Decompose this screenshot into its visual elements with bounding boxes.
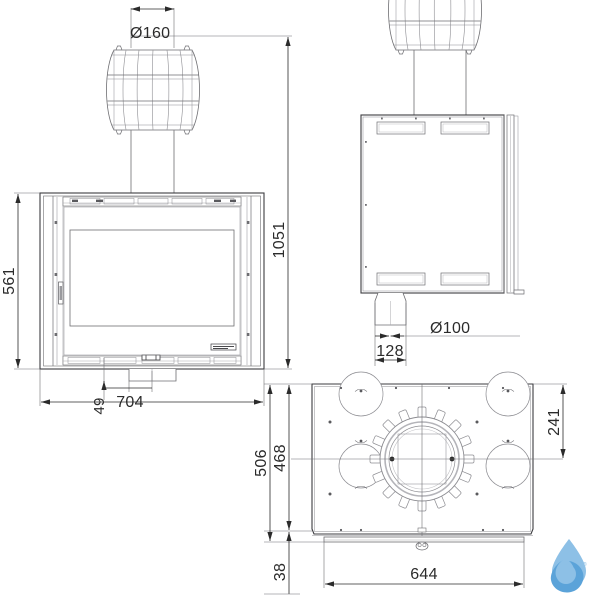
side-body (360, 114, 525, 326)
front-bottom-spigot (128, 369, 177, 382)
dim-flue-top-diameter: Ø160 (130, 25, 170, 42)
side-air-spigot (374, 292, 407, 326)
dim-plan-width: 644 (410, 566, 438, 583)
side-door-assembly (503, 114, 525, 295)
plan-view (264, 371, 567, 595)
plan-rear-fixings (339, 386, 505, 532)
front-flue-barrel (106, 45, 200, 135)
front-flue-pipe (130, 118, 175, 196)
side-flue-pipe (413, 50, 467, 116)
registered-mark: ® (583, 561, 587, 568)
dim-plan-axis-offset: 241 (546, 408, 563, 436)
side-view-dimensions (374, 303, 520, 366)
plan-rear-clip (417, 527, 427, 533)
side-top-vents (376, 121, 490, 135)
side-flue-barrel (388, 0, 482, 55)
dim-air-inlet-offset: 128 (376, 343, 404, 360)
dim-front-offset: 49 (91, 397, 108, 414)
dim-front-width: 704 (116, 394, 144, 411)
water-drop-logo: ® (550, 539, 587, 593)
dim-plan-depth-body: 468 (272, 444, 289, 472)
front-view-dimensions (14, 6, 292, 406)
dim-total-height: 1051 (271, 222, 288, 259)
plan-centre-lines (291, 384, 563, 536)
side-view (360, 0, 525, 366)
front-side-handle (58, 281, 64, 305)
plan-view-dimensions (264, 383, 567, 595)
plan-front-knob (415, 541, 429, 551)
side-bottom-vents (376, 272, 490, 286)
front-nameplate (210, 343, 237, 351)
front-view (14, 6, 292, 406)
dim-plan-depth-total: 506 (253, 449, 270, 477)
dim-plan-base-depth: 38 (272, 563, 289, 581)
dimension-labels: Ø160 1051 561 704 49 Ø100 128 506 468 38… (1, 25, 563, 583)
dim-air-inlet-diameter: Ø100 (430, 320, 470, 337)
dim-front-height: 561 (1, 267, 18, 295)
front-door-latch (141, 354, 161, 361)
plan-baffle-fixings (328, 389, 510, 496)
front-stove-body (39, 192, 265, 382)
